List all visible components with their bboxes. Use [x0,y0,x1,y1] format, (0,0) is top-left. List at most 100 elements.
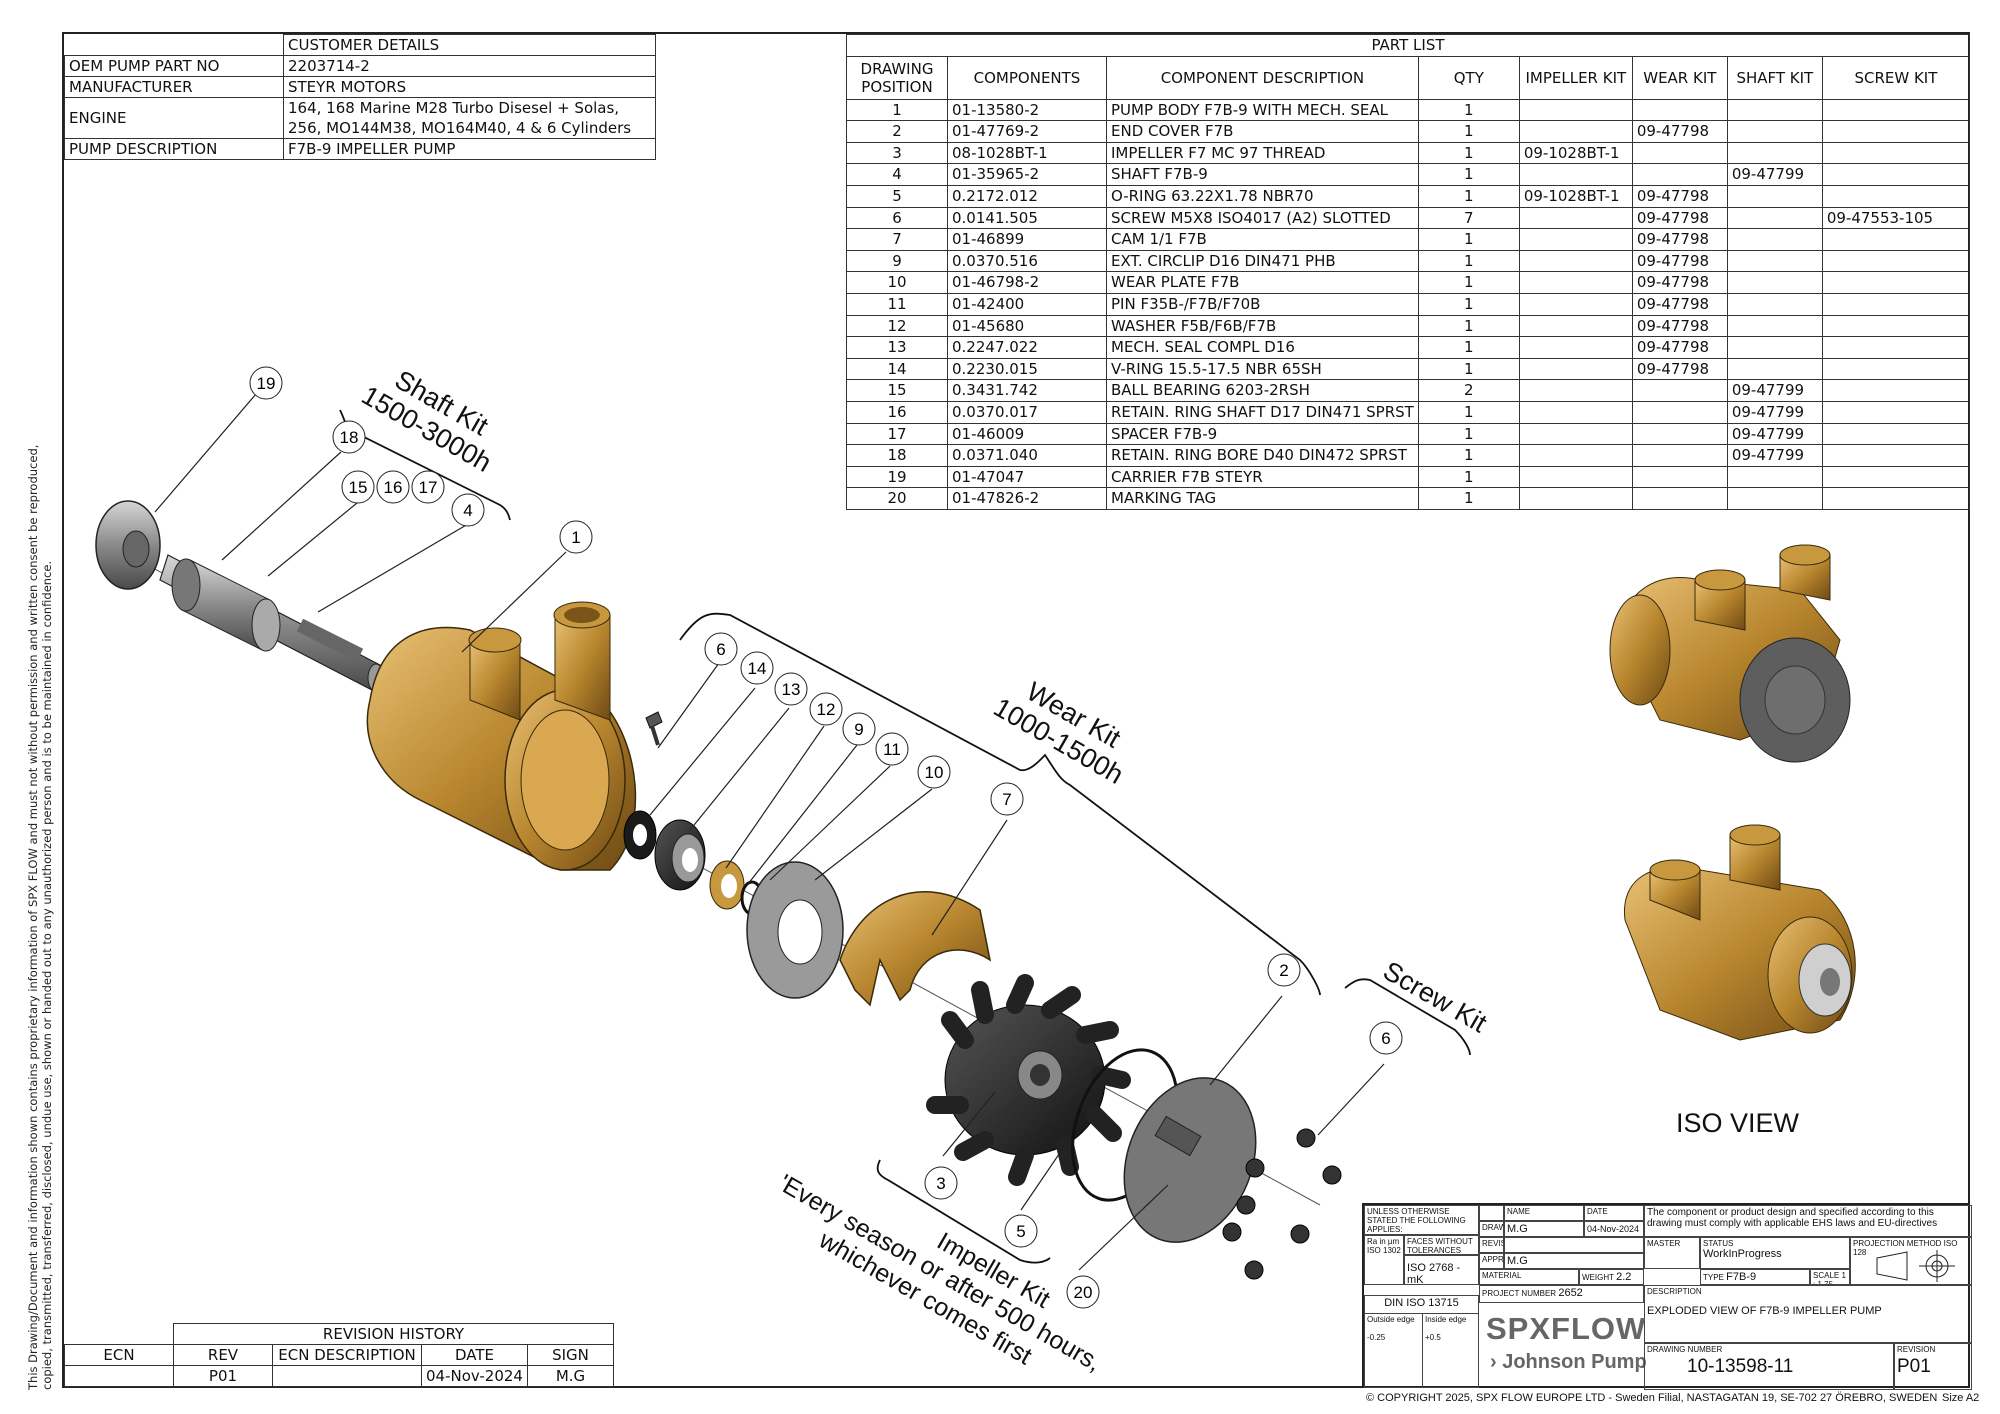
balloon-6b: 6 [1369,1021,1403,1055]
part-cell: PIN F35B-/F7B/F70B [1106,292,1419,316]
part-cell: 01-47047 [947,465,1107,489]
part-cell: MARKING TAG [1106,487,1419,510]
part-cell: 01-35965-2 [947,163,1107,186]
part-cell [1821,228,1971,251]
part-cell: 01-46009 [947,422,1107,446]
balloon-2: 2 [1267,953,1301,987]
part-cell: 09-1028BT-1 [1518,184,1633,208]
drawing-frame [62,32,1970,1388]
balloon-label: 6 [716,640,725,659]
tb-revised-label: REVISED [1479,1237,1504,1253]
cam-part-7 [839,891,992,1007]
part-cell [1821,487,1971,510]
revision-history-table: REVISION HISTORY ECN REV ECN DESCRIPTION… [64,1323,615,1387]
iso-view-pump-top [1609,544,1851,763]
part-cell: 0.2172.012 [947,184,1107,208]
col-header: QTY [1417,55,1520,100]
tb-compliance-note: The component or product design and spec… [1644,1205,1972,1237]
balloon-19: 19 [249,366,283,400]
tb-approved-label: APPROVED [1479,1253,1504,1269]
tb-blank [1479,1205,1504,1221]
part-cell: 18 [846,444,948,467]
tb-weight: WEIGHT 2.2 kg [1579,1269,1644,1285]
tb-din: DIN ISO 13715 [1364,1295,1479,1313]
part-cell: 09-47799 [1726,422,1823,446]
tb-drawn: M.G [1504,1221,1584,1237]
balloon-label: 3 [936,1174,945,1193]
title-block: UNLESS OTHERWISE STATED THE FOLLOWING AP… [1362,1203,1972,1390]
rev-cell: 04-Nov-2024 [421,1365,528,1387]
balloon-1: 1 [559,520,593,554]
tb-type-label: TYPE [1703,1273,1724,1282]
tb-scale-value: 1 : 1.75 [1813,1271,1846,1285]
balloon-16: 16 [376,470,410,504]
pump-body-part-1 [366,601,637,871]
v-ring-part-14 [623,810,657,860]
balloon-label: 15 [349,478,368,497]
balloon-7: 7 [990,782,1024,816]
part-cell: 0.0141.505 [947,206,1107,230]
balloon-4: 4 [451,493,485,527]
balloon-label: 16 [384,478,403,497]
part-cell: SCREW M5X8 ISO4017 (A2) SLOTTED [1106,206,1419,230]
tb-ra: Ra in µm ISO 1302 [1364,1235,1404,1285]
tb-inside-edge: Inside edge+0.5 [1422,1313,1479,1388]
balloon-15: 15 [341,470,375,504]
part-cell: 16 [846,400,948,424]
part-cell: 09-1028BT-1 [1518,141,1633,165]
tb-outside-value: -0.25 [1367,1333,1386,1342]
balloon-label: 4 [463,501,472,520]
part-cell: 09-47798 [1631,184,1728,208]
balloon-11: 11 [875,732,909,766]
rev-col-header: ECN DESCRIPTION [272,1344,422,1366]
balloon-label: 11 [883,740,901,759]
bearing-part-15 [171,558,364,662]
washer-part-12 [709,860,745,910]
part-cell: 0.2247.022 [947,336,1107,359]
balloon-label: 2 [1279,961,1288,980]
part-cell: 09-47798 [1631,271,1728,294]
balloon-label: 9 [854,720,863,739]
balloon-12: 12 [809,692,843,726]
tb-outside-edge: Outside edge-0.25 [1364,1313,1422,1388]
part-cell: 09-47798 [1631,357,1728,381]
balloon-label: 17 [419,478,438,497]
balloon-10: 10 [917,755,951,789]
customer-label: MANUFACTURER [64,76,284,98]
tb-status-value: WorkInProgress [1703,1248,1782,1260]
copyright-text: © COPYRIGHT 2025, SPX FLOW EUROPE LTD - … [1366,1392,1938,1404]
part-cell: 09-47798 [1631,228,1728,251]
balloon-label: 7 [1002,790,1011,809]
tb-description-value: EXPLODED VIEW OF F7B-9 IMPELLER PUMP [1647,1305,1882,1317]
rev-col-header: ECN [64,1344,174,1366]
part-cell: 3 [846,141,948,165]
screw-part-6 [645,711,663,746]
projection-symbol-icon [1876,1250,1955,1282]
balloon-label: 18 [340,428,359,447]
part-cell: WEAR PLATE F7B [1106,271,1419,294]
mech-seal-part-13 [654,819,706,891]
col-header: SCREW KIT [1821,55,1971,100]
part-cell: 1 [1417,120,1520,143]
tb-faces: FACES WITHOUT TOLERANCES ACC. TO [1404,1235,1479,1255]
tb-project: PROJECT NUMBER 2652 [1479,1285,1644,1303]
johnson-pump-logo: › Johnson Pump [1490,1351,1647,1373]
customer-label: ENGINE [64,97,284,139]
tb-inside-value: +0.5 [1425,1333,1441,1342]
iso-view-label: ISO VIEW [1676,1108,1800,1138]
customer-value: F7B-9 IMPELLER PUMP [283,138,656,160]
rev-cell: M.G [526,1365,615,1387]
tb-drawn-date: 04-Nov-2024 [1584,1221,1644,1237]
